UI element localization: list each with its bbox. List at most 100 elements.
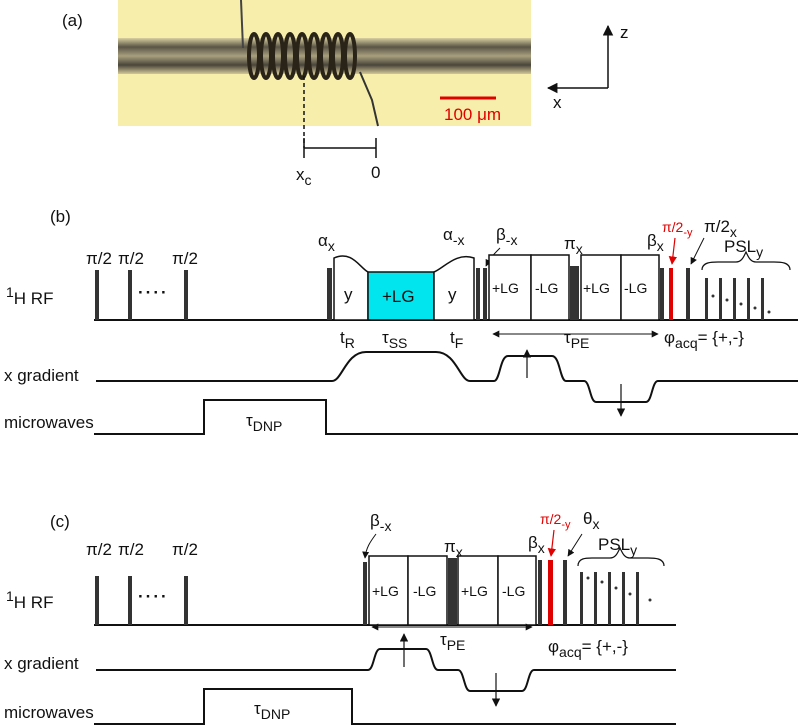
pe-block-4-c: [497, 555, 537, 626]
saturation-pulse-3: [184, 270, 188, 320]
pe-block-4: [620, 254, 660, 321]
pi2-my-label: π/2-y: [662, 219, 693, 239]
pi2-label-1-c: π/2: [86, 540, 112, 559]
alpha-mx-label: α-x: [443, 225, 465, 248]
panel-b: (b) 1H RF x gradient microwaves π/2 π/2 …: [4, 207, 798, 435]
beta-mx-arrow-c: [362, 533, 377, 559]
tau-ss-label: τSS: [382, 328, 407, 351]
zero-label: 0: [371, 163, 380, 182]
pi2-my-arrow-c: [547, 529, 557, 557]
pe-block-2-label: -LG: [535, 280, 558, 296]
saturation-pulse-3-c: [184, 576, 188, 625]
pe-block-1-label-c: +LG: [372, 583, 399, 599]
beta-mx-pulse-c: [363, 562, 367, 625]
saturation-pulse-1: [95, 270, 99, 320]
tau-pe-label: τPE: [564, 328, 589, 351]
pi2-label-2-c: π/2: [118, 540, 144, 559]
pi2-my-arrow: [668, 237, 678, 265]
pi-x-label-c: πx: [444, 537, 463, 560]
pi2-x-arrow: [690, 237, 705, 265]
rf-row-label-c: 1H RF: [6, 588, 53, 612]
pi2-label-3-c: π/2: [172, 540, 198, 559]
pi-x-label: πx: [564, 234, 583, 257]
psl-label-c: PSLy: [598, 535, 637, 558]
tau-dnp-label-c: τDNP: [254, 699, 290, 722]
pi2-label-3: π/2: [172, 249, 198, 268]
psl-brace-c: [577, 546, 665, 567]
capillary-tube: [118, 38, 531, 74]
pi2-label-2: π/2: [118, 249, 144, 268]
psl-brace: [701, 250, 791, 271]
pe-block-4-label-c: -LG: [502, 583, 525, 599]
y-block-2-label: y: [448, 285, 457, 304]
pe-block-2-label-c: -LG: [413, 583, 436, 599]
alpha-x-pulse: [327, 268, 332, 320]
pi-x-pulse: [570, 266, 579, 320]
pi2-label-1: π/2: [86, 249, 112, 268]
beta-x-pulse: [660, 268, 664, 320]
psl-pulse-train-c: [580, 572, 652, 625]
pi-x-pulse-c: [448, 558, 457, 625]
theta-x-pulse-c: [563, 560, 567, 625]
pi2-my-pulse: [669, 268, 673, 320]
pi2-x-label: π/2x: [704, 217, 737, 240]
alpha-mx-pulse: [476, 268, 480, 320]
y-block-1-label: y: [344, 285, 353, 304]
saturation-pulse-1-c: [95, 576, 99, 625]
lg-spinlock-block: [367, 271, 435, 321]
micrograph: 100 μm: [118, 0, 531, 127]
pe-block-2: [530, 254, 570, 321]
panel-c: (c) 1H RF x gradient microwaves π/2 π/2 …: [4, 509, 676, 725]
phi-acq-label-c: φacq= {+,-}: [548, 637, 628, 660]
gradient-row-label-c: x gradient: [4, 654, 79, 673]
pe-block-1-c: [368, 555, 409, 626]
x-axis-label: x: [553, 93, 562, 112]
theta-x-arrow-c: [567, 533, 583, 557]
microwave-row-label-c: microwaves: [4, 703, 94, 722]
pi2-my-label-c: π/2-y: [540, 511, 571, 531]
psl-label: PSLy: [724, 237, 763, 260]
pe-block-3-label: +LG: [583, 280, 610, 296]
z-axis-label: z: [620, 23, 629, 42]
beta-mx-label-c: β-x: [370, 511, 391, 534]
pe-block-1-label: +LG: [492, 280, 519, 296]
repeat-dots-c: ····: [138, 587, 169, 606]
xc-label: xc: [296, 165, 312, 188]
t-r-label: tR: [340, 328, 355, 351]
beta-mx-label: β-x: [496, 225, 517, 248]
alpha-x-label: αx: [318, 231, 335, 254]
phi-acq-label: φacq= {+,-}: [664, 328, 744, 351]
gradient-waveform-c: [96, 648, 676, 692]
gradient-row-label: x gradient: [4, 366, 79, 385]
pe-block-4-label: -LG: [624, 280, 647, 296]
psl-pulse-train: [705, 278, 771, 320]
pe-block-3-c: [457, 555, 499, 626]
panel-c-label: (c): [50, 512, 70, 531]
beta-x-label: βx: [647, 231, 664, 254]
saturation-pulse-2-c: [128, 576, 132, 625]
beta-x-pulse-c: [538, 560, 542, 625]
beta-mx-pulse: [483, 268, 487, 320]
panel-a: (a) 100 μm xc 0: [62, 0, 629, 188]
tau-dnp-label: τDNP: [246, 411, 282, 434]
microwave-waveform: [94, 399, 798, 435]
pi2-my-pulse-c: [548, 560, 553, 625]
wire-lead-bottom: [359, 71, 379, 127]
gradient-waveform: [96, 351, 798, 403]
microwave-row-label: microwaves: [4, 413, 94, 432]
t-f-label: tF: [450, 328, 463, 351]
saturation-pulse-2: [128, 270, 132, 320]
theta-x-label-c: θx: [583, 509, 599, 532]
panel-b-label: (b): [50, 207, 71, 226]
ramp-down-block: [433, 255, 475, 321]
wire-lead-top: [240, 0, 244, 49]
rf-row-label: 1H RF: [6, 284, 53, 308]
axes-indicator: z x: [546, 23, 629, 112]
repeat-dots: ····: [138, 283, 169, 302]
tau-pe-label-c: τPE: [440, 630, 465, 653]
beta-x-label-c: βx: [528, 533, 545, 556]
panel-a-label: (a): [62, 11, 83, 30]
scale-bar-label: 100 μm: [444, 105, 501, 124]
rf-coil: [247, 32, 357, 80]
